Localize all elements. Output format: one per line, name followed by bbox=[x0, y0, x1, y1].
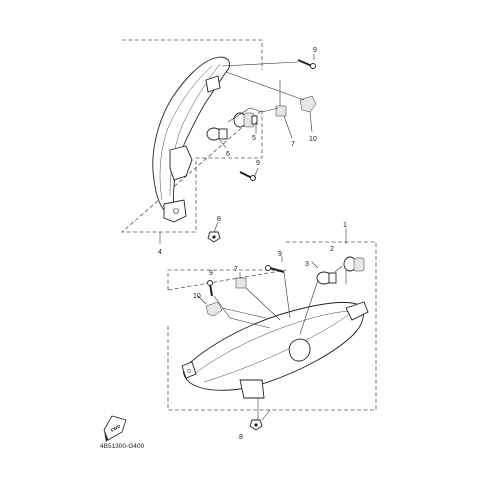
callout-9-b: 9 bbox=[256, 160, 260, 167]
bolt-8-lower bbox=[249, 419, 263, 431]
callout-1: 1 bbox=[343, 222, 347, 229]
callout-7-a: 7 bbox=[291, 141, 295, 148]
callout-6: 6 bbox=[226, 151, 230, 158]
clip-10-upper bbox=[299, 95, 317, 113]
callout-8-b: 8 bbox=[239, 434, 243, 441]
bulb-3 bbox=[316, 271, 337, 285]
callout-8-a: 8 bbox=[217, 216, 221, 223]
grommet-7-upper bbox=[275, 105, 287, 117]
socket-5 bbox=[233, 112, 258, 128]
callout-9-a: 9 bbox=[313, 47, 317, 54]
screw-9-upper-top bbox=[297, 59, 316, 69]
lower-bracket bbox=[239, 379, 265, 399]
socket-2 bbox=[343, 256, 365, 272]
callout-5: 5 bbox=[252, 135, 256, 142]
lower-flasher-assembly: 1 2 3 9 7 9 10 8 bbox=[167, 222, 377, 441]
callout-2: 2 bbox=[330, 246, 334, 253]
lower-lens-body bbox=[183, 301, 365, 391]
lower-right-mount bbox=[345, 301, 369, 321]
clip-10-lower bbox=[205, 301, 223, 317]
callout-4: 4 bbox=[158, 249, 162, 256]
lower-lens-inner-line bbox=[193, 311, 359, 375]
fwd-arrow-icon: FWD bbox=[103, 415, 127, 442]
screw-9-lower-left bbox=[207, 280, 213, 297]
upper-group-box bbox=[120, 39, 263, 233]
callout-9-d: 9 bbox=[209, 270, 213, 277]
lower-lens-rear bbox=[288, 338, 311, 362]
upper-bracket-hole bbox=[173, 208, 179, 214]
upper-lens-socket bbox=[169, 145, 193, 181]
fwd-label: FWD bbox=[110, 423, 122, 433]
callout-10-b: 10 bbox=[193, 293, 201, 300]
callout-10-a: 10 bbox=[309, 136, 317, 143]
upper-lens-inner-line bbox=[159, 65, 213, 201]
callout-3: 3 bbox=[305, 261, 309, 268]
callout-9-c: 9 bbox=[278, 251, 282, 258]
screw-9-lower-mid bbox=[265, 265, 285, 273]
upper-lens-tab bbox=[205, 75, 221, 93]
upper-flasher-assembly: 9 5 6 7 10 9 8 4 bbox=[120, 39, 317, 256]
lower-tab-hole bbox=[187, 369, 191, 373]
callout-7-b: 7 bbox=[234, 266, 238, 273]
bolt-8-upper bbox=[207, 231, 221, 243]
bulb-6 bbox=[206, 127, 228, 141]
screw-9-upper-mid bbox=[239, 171, 256, 181]
diagram-code: 4B51300-G400 bbox=[100, 443, 144, 450]
grommet-7-lower bbox=[235, 277, 247, 289]
